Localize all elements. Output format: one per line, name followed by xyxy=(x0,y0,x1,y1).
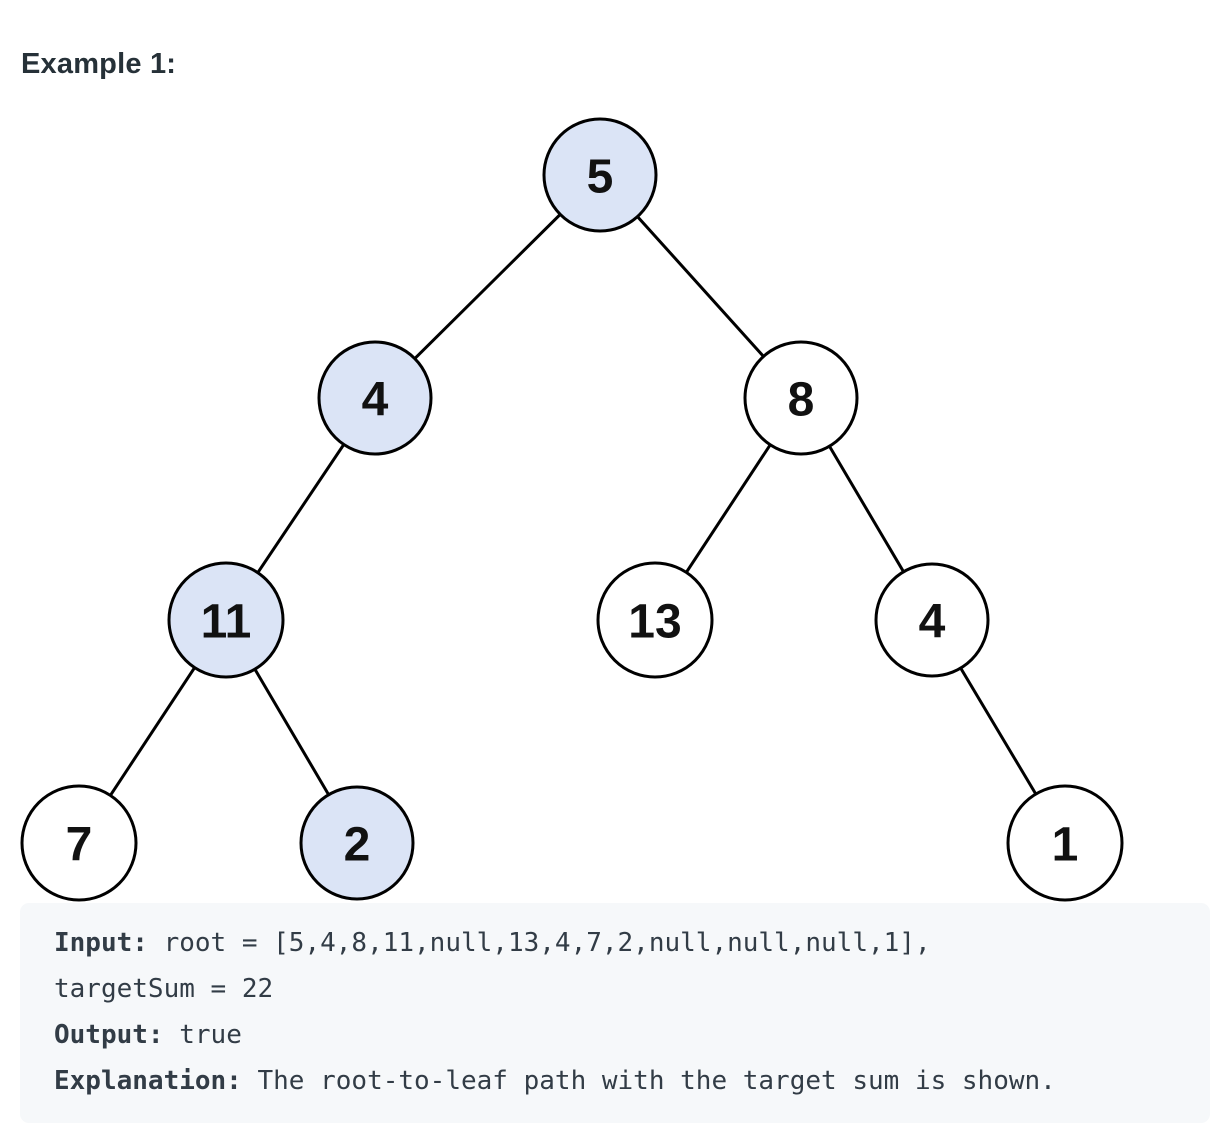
tree-node-13: 13 xyxy=(596,561,714,679)
tree-node-11: 11 xyxy=(167,561,285,679)
output-line: Output: true xyxy=(54,1012,1176,1058)
tree-node-2: 2 xyxy=(299,785,415,901)
node-value-label: 7 xyxy=(66,818,93,871)
node-circle xyxy=(596,561,714,679)
node-value-label: 8 xyxy=(788,373,815,426)
binary-tree-diagram: 5 4 8 11 13 4 7 2 1 xyxy=(20,117,1124,902)
node-circle xyxy=(743,340,859,456)
node-circle-highlighted xyxy=(167,561,285,679)
node-value-label: 2 xyxy=(344,818,371,871)
node-circle-highlighted xyxy=(299,785,415,901)
node-circle-highlighted xyxy=(542,117,658,233)
node-value-label: 4 xyxy=(362,373,389,426)
input-label: Input: xyxy=(54,928,164,958)
tree-node-4: 4 xyxy=(317,340,433,456)
node-value-label: 1 xyxy=(1052,818,1079,871)
example-io-block: Input: root = [5,4,8,11,null,13,4,7,2,nu… xyxy=(20,903,1210,1123)
node-circle xyxy=(20,784,138,902)
node-value-label: 13 xyxy=(628,595,681,648)
input-line: Input: root = [5,4,8,11,null,13,4,7,2,nu… xyxy=(54,920,1176,1012)
page-title: Example 1: xyxy=(21,48,177,80)
output-label: Output: xyxy=(54,1020,180,1050)
tree-node-1: 1 xyxy=(1006,784,1124,902)
node-value-label: 11 xyxy=(201,595,252,648)
node-circle xyxy=(1006,784,1124,902)
output-value: true xyxy=(179,1020,242,1050)
node-value-label: 4 xyxy=(919,595,946,648)
tree-node-7: 7 xyxy=(20,784,138,902)
node-circle xyxy=(874,562,990,678)
explanation-value: The root-to-leaf path with the target su… xyxy=(257,1066,1056,1096)
tree-node-4: 4 xyxy=(874,562,990,678)
explanation-line: Explanation: The root-to-leaf path with … xyxy=(54,1058,1176,1104)
explanation-label: Explanation: xyxy=(54,1066,258,1096)
input-value: root = [5,4,8,11,null,13,4,7,2,null,null… xyxy=(54,928,931,1004)
tree-node-5: 5 xyxy=(542,117,658,233)
node-circle-highlighted xyxy=(317,340,433,456)
tree-node-8: 8 xyxy=(743,340,859,456)
node-value-label: 5 xyxy=(587,150,614,203)
